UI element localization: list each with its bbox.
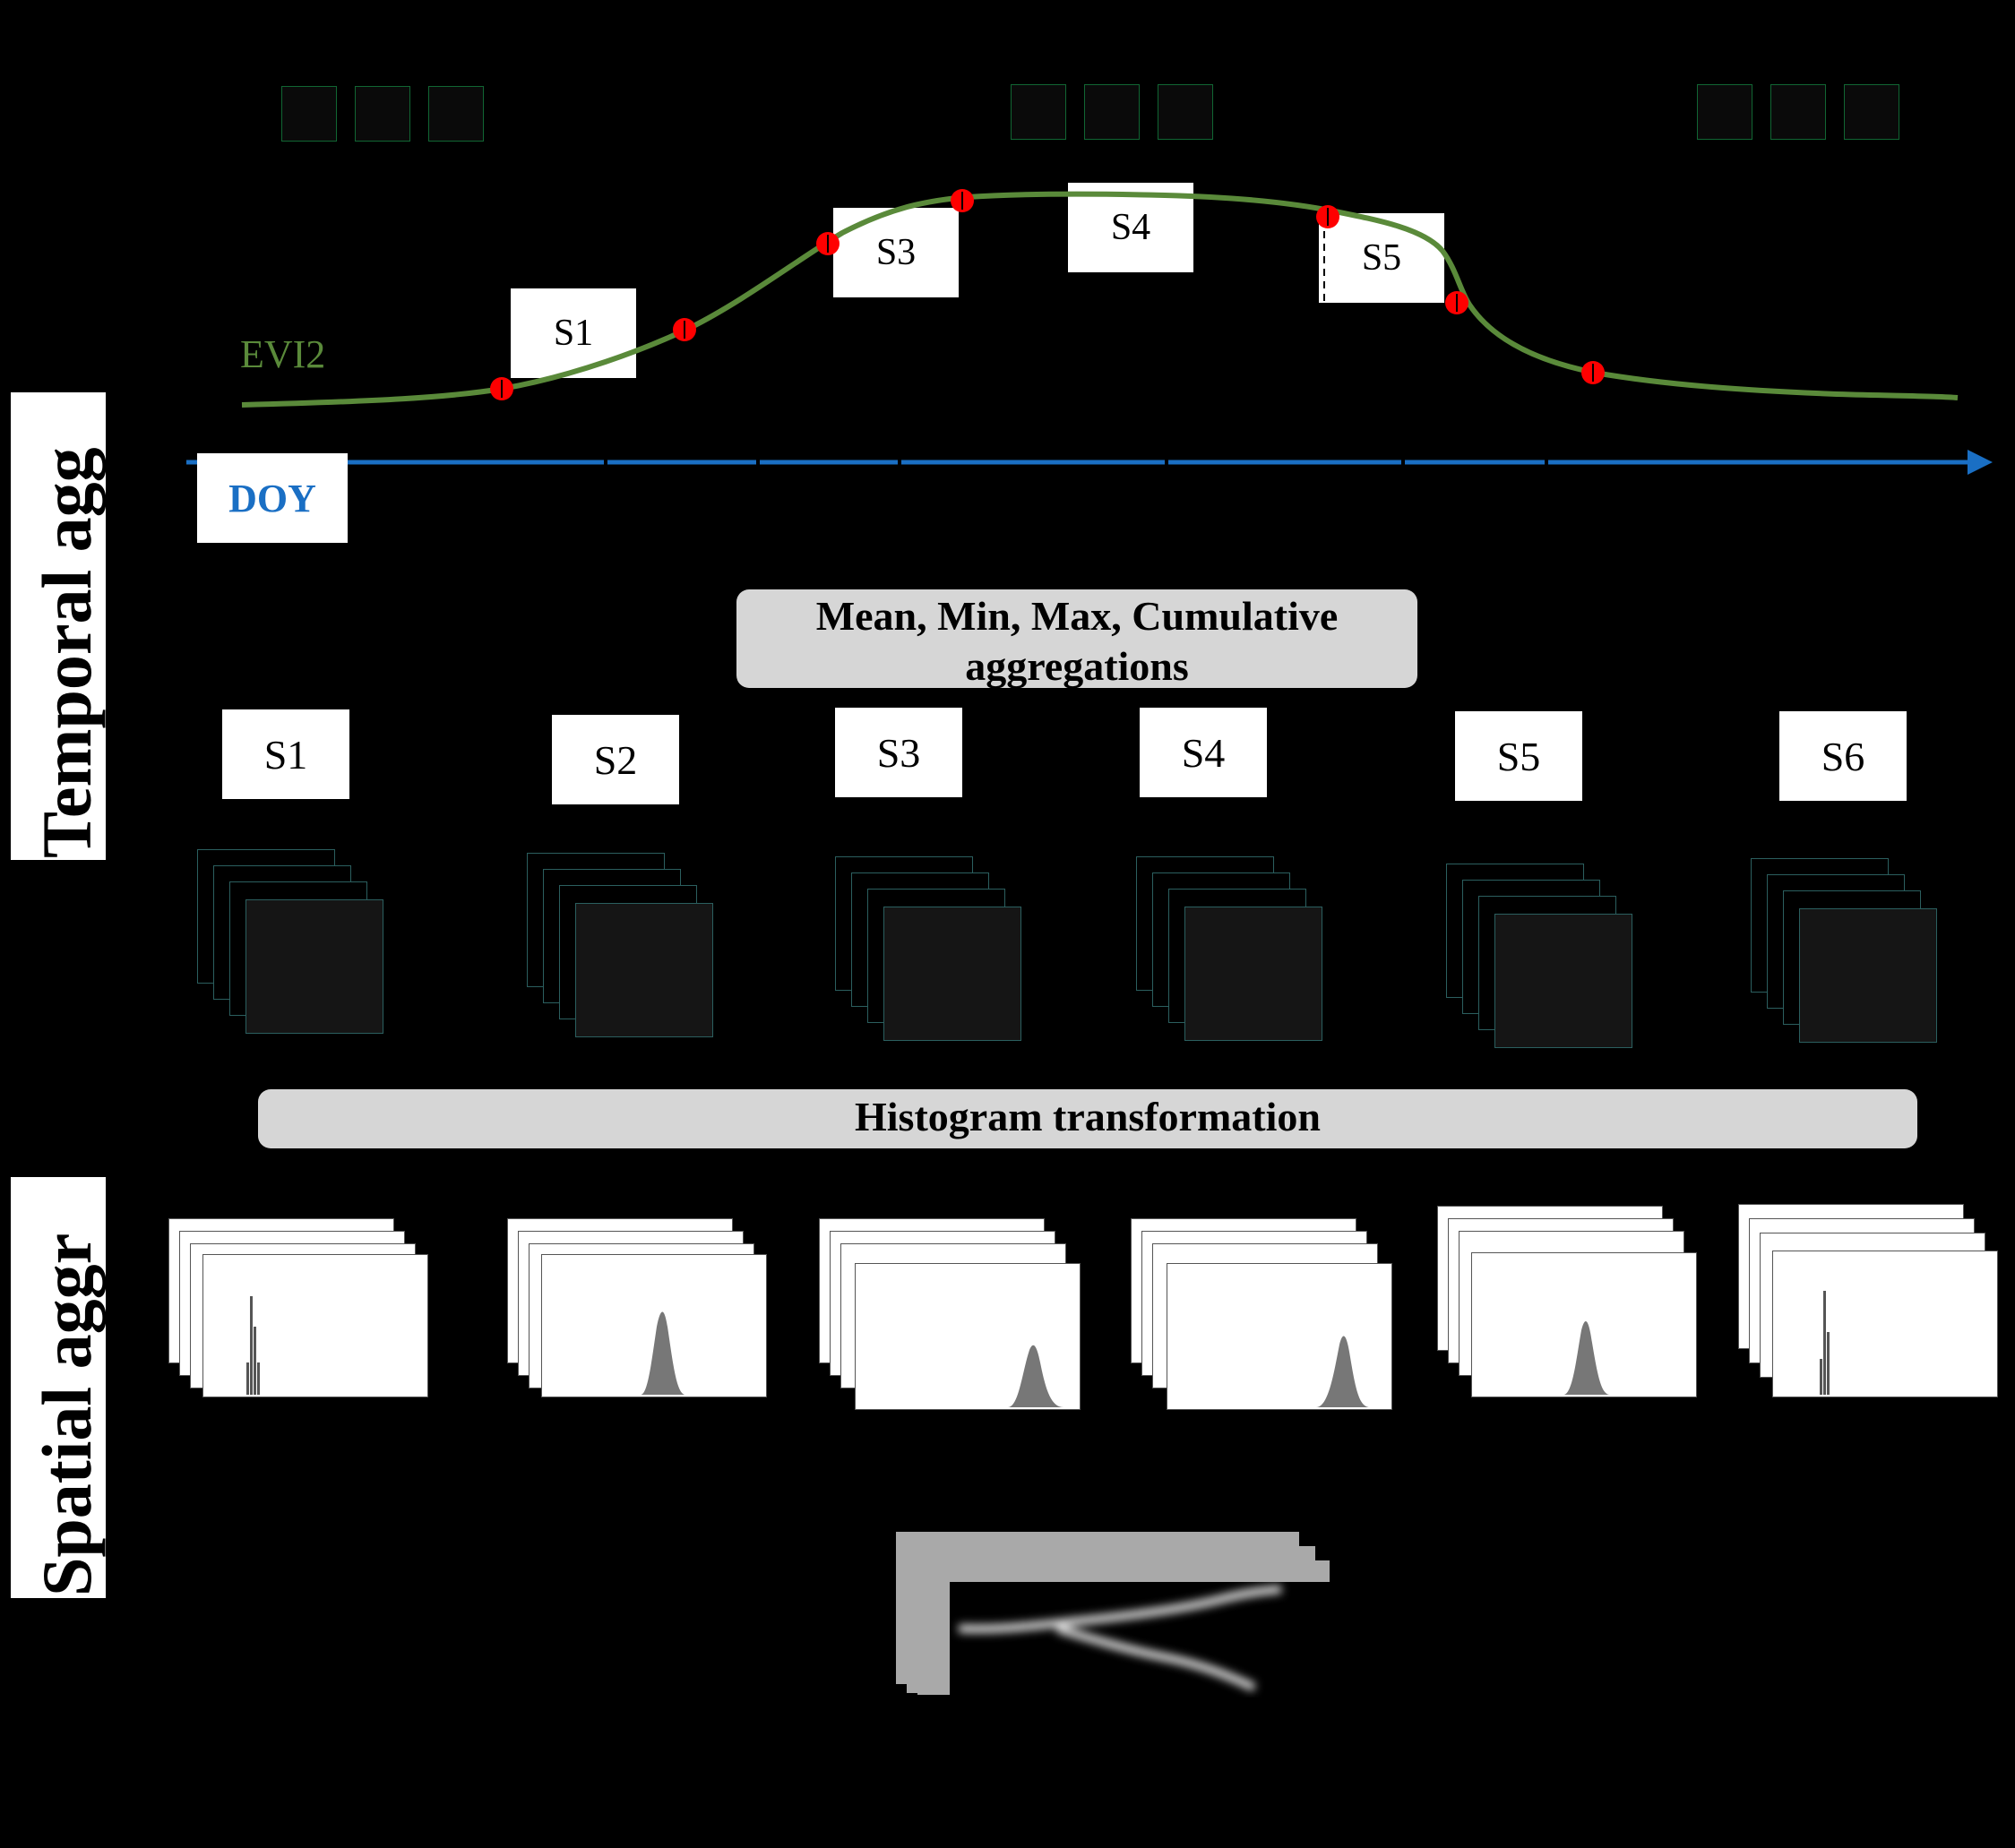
stage-box-s1: S1 [222,709,349,799]
image-card [883,907,1021,1041]
image-card [575,903,713,1037]
curve-stage-label: S5 [1361,237,1402,279]
stage-label: S2 [593,736,638,783]
satellite-thumbnail [1011,84,1066,140]
stage-box-s5: S5 [1455,711,1582,801]
spatial-aggregation-side-label: Spatial aggr [11,1177,106,1598]
histogram-card [202,1254,428,1397]
temporal-aggregation-text: Mean, Min, Max, Cumulative aggregations [815,593,1339,689]
image-card [1799,908,1937,1043]
satellite-thumbnail [1770,84,1826,140]
histogram-chart [1820,1291,1830,1395]
satellite-thumbnail [1844,84,1899,140]
temporal-label-text: Temporal agg [28,447,106,858]
histogram-card [1471,1252,1697,1397]
histogram-card [1167,1263,1392,1410]
phenology-point-ticks [501,192,1594,398]
stage-box-s3: S3 [835,708,962,797]
curve-stage-box-s3: S3 [833,208,959,297]
curve-stage-label: S1 [553,313,594,354]
stage-box-s4: S4 [1140,708,1267,797]
satellite-thumbnail [1697,84,1752,140]
satellite-thumbnail [1084,84,1140,140]
image-card [245,899,383,1034]
satellite-thumbnail [1158,84,1213,140]
heatmap-main [950,1582,1339,1707]
phenology-points [490,189,1605,400]
temporal-aggregation-side-label: Temporal agg [11,392,106,860]
spatial-label-text: Spatial aggr [28,1233,106,1596]
histogram-card [855,1263,1081,1410]
stage-label: S1 [263,731,308,778]
curve-stage-label: S4 [1110,207,1151,248]
histogram-card [541,1254,767,1397]
curve-stage-box-s5: S5 [1319,213,1444,303]
doy-axis-gaps [604,457,1548,468]
satellite-thumbnail [281,86,337,142]
stage-label: S3 [876,729,921,776]
doy-axis-label-box: DOY [197,453,348,543]
doy-axis-label: DOY [228,476,316,520]
histogram-transformation-text: Histogram transformation [855,1094,1321,1139]
histogram-chart [1563,1320,1610,1395]
histogram-chart [246,1296,260,1395]
histogram-chart [1008,1345,1063,1407]
satellite-thumbnail [428,86,484,142]
histogram-chart [641,1311,685,1395]
evi2-curve-line [241,191,1959,408]
curve-stage-label: S3 [875,232,917,273]
heatmap-pattern [958,1585,1282,1692]
histogram-transformation-step: Histogram transformation [258,1089,1917,1148]
stage-box-s6: S6 [1779,711,1907,801]
satellite-thumbnail [355,86,410,142]
stage-label: S5 [1496,733,1541,779]
stage-label: S6 [1821,733,1865,779]
evi2-label: EVI2 [240,332,326,376]
doy-axis-arrow-icon [1968,450,1993,475]
stage-box-s2: S2 [552,715,679,804]
curve-stage-box-s1: S1 [511,288,636,378]
stage-label: S4 [1181,729,1226,776]
temporal-aggregation-step: Mean, Min, Max, Cumulative aggregations [736,589,1417,689]
histogram-card [1772,1251,1998,1397]
evi2-curve-plot [186,189,1993,475]
histogram-chart [1316,1336,1370,1407]
image-card [1494,914,1632,1048]
image-card [1184,907,1322,1041]
